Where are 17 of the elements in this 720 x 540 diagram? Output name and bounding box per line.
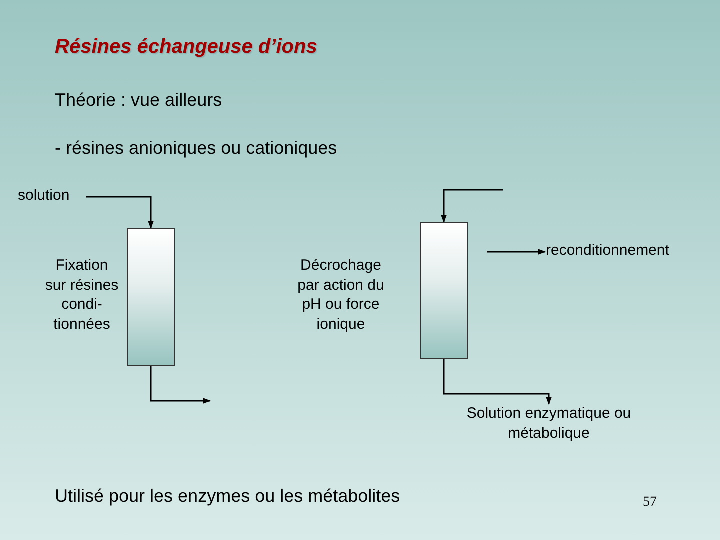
resin-column	[127, 228, 175, 366]
subtitle-text: Théorie : vue ailleurs	[55, 90, 222, 111]
resin-column	[420, 222, 468, 359]
slide-title: Résines échangeuse d’ions	[55, 36, 318, 59]
footer-note: Utilisé pour les enzymes ou les métabolites	[55, 486, 400, 507]
outlet-label: Solution enzymatique ou métabolique	[462, 404, 636, 444]
arrow	[443, 359, 552, 405]
arrow	[487, 249, 546, 255]
arrow	[150, 366, 211, 404]
inlet-label: solution	[18, 187, 84, 204]
outlet-label: reconditionnement	[546, 242, 694, 259]
bullet-text: - résines anioniques ou cationiques	[55, 138, 338, 159]
arrow	[441, 189, 503, 223]
column-caption: Décrochage par action du pH ou force ionique	[296, 256, 386, 334]
page-number: 57	[643, 495, 657, 511]
arrow	[86, 196, 154, 229]
column-caption: Fixation sur résines condi- tionnées	[44, 256, 120, 334]
